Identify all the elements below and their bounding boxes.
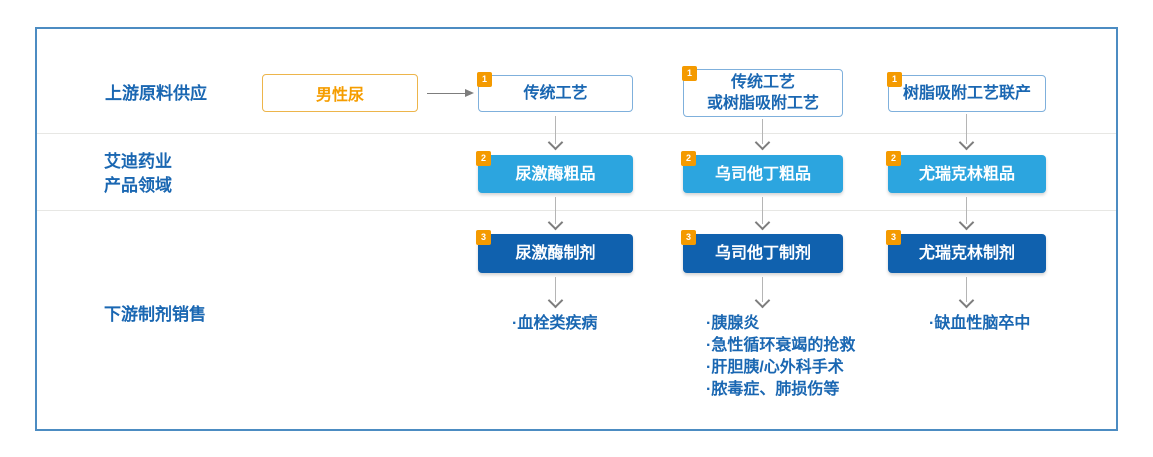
step-3-badge: 3 <box>886 230 901 245</box>
indication-item: ·胰腺炎 <box>706 315 760 332</box>
arrow-head <box>754 292 771 309</box>
arrow-line <box>555 116 556 144</box>
step-1-badge: 1 <box>887 72 902 87</box>
indication-item: ·肝胆胰/心外科手术 <box>706 359 844 376</box>
formulation-box-kallidinogenase: 3 尤瑞克林制剂 <box>886 230 1046 273</box>
process-label: 传统工艺 <box>523 85 588 102</box>
row-label-upstream-supply: 上游原料供应 <box>105 84 207 103</box>
row-divider-top <box>37 133 1116 134</box>
arrow-down-icon <box>958 114 975 151</box>
arrow-head <box>465 89 474 97</box>
arrow-head <box>547 292 564 309</box>
row-label-product-field: 产品领域 <box>104 176 172 195</box>
indications-urokinase: ·血栓类疾病 <box>512 313 597 335</box>
arrow-head <box>754 214 771 231</box>
arrow-head <box>958 134 975 151</box>
arrow-down-icon <box>754 197 771 231</box>
process-box-resin-coproduction: 1 树脂吸附工艺联产 <box>887 72 1046 112</box>
process-box-traditional-or-resin: 1 传统工艺 或树脂吸附工艺 <box>682 66 843 117</box>
crude-label: 乌司他丁粗品 <box>714 165 811 183</box>
arrow-line <box>762 119 763 144</box>
step-1-badge: 1 <box>682 66 697 81</box>
formulation-box-ulinastatin: 3 乌司他丁制剂 <box>681 230 843 273</box>
male-urine-label: 男性尿 <box>315 87 364 104</box>
indication-item: ·急性循环衰竭的抢救 <box>706 337 856 354</box>
step-2-badge: 2 <box>476 151 491 166</box>
arrow-down-icon <box>547 277 564 309</box>
arrow-line <box>427 93 467 94</box>
arrow-line <box>966 277 967 302</box>
step-3-badge: 3 <box>476 230 491 245</box>
arrow-down-icon <box>754 119 771 151</box>
arrow-down-icon <box>547 116 564 151</box>
step-3-badge: 3 <box>681 230 696 245</box>
arrow-head <box>547 214 564 231</box>
arrow-head <box>547 134 564 151</box>
male-urine-box: 男性尿 <box>262 74 418 112</box>
process-label-line1: 传统工艺 <box>730 74 795 91</box>
indication-item: ·缺血性脑卒中 <box>929 315 1031 332</box>
arrow-down-icon <box>958 277 975 309</box>
arrow-down-icon <box>754 277 771 309</box>
process-label: 树脂吸附工艺联产 <box>902 85 1031 102</box>
indication-item: ·血栓类疾病 <box>512 315 598 332</box>
indications-ulinastatin: ·胰腺炎 ·急性循环衰竭的抢救 ·肝胆胰/心外科手术 ·脓毒症、肺损伤等 <box>706 313 855 401</box>
row-divider-bottom <box>37 210 1116 211</box>
crude-box-ulinastatin: 2 乌司他丁粗品 <box>681 151 843 193</box>
crude-label: 尿激酶粗品 <box>515 165 596 183</box>
formulation-label: 乌司他丁制剂 <box>714 245 811 262</box>
arrow-line <box>966 197 967 224</box>
crude-label: 尤瑞克林粗品 <box>918 165 1015 183</box>
indications-kallidinogenase: ·缺血性脑卒中 <box>929 313 1030 335</box>
arrow-line <box>966 114 967 144</box>
crude-box-urokinase: 2 尿激酶粗品 <box>476 151 633 193</box>
row-label-company-products: 艾迪药业 产品领域 <box>104 150 172 198</box>
step-2-badge: 2 <box>886 151 901 166</box>
process-box-traditional: 1 传统工艺 <box>477 72 633 112</box>
step-2-badge: 2 <box>681 151 696 166</box>
row-label-downstream-sales: 下游制剂销售 <box>104 305 206 324</box>
step-1-badge: 1 <box>477 72 492 87</box>
arrow-line <box>762 277 763 302</box>
arrow-down-icon <box>547 197 564 231</box>
arrow-head <box>958 214 975 231</box>
arrow-down-icon <box>958 197 975 231</box>
process-label-line2: 或树脂吸附工艺 <box>706 95 819 112</box>
arrow-line <box>555 277 556 302</box>
arrow-head <box>754 134 771 151</box>
formulation-box-urokinase: 3 尿激酶制剂 <box>476 230 633 273</box>
formulation-label: 尿激酶制剂 <box>515 245 596 262</box>
formulation-label: 尤瑞克林制剂 <box>918 245 1015 262</box>
crude-box-kallidinogenase: 2 尤瑞克林粗品 <box>886 151 1046 193</box>
arrow-line <box>762 197 763 224</box>
arrow-line <box>555 197 556 224</box>
row-label-company: 艾迪药业 <box>104 152 172 171</box>
indication-item: ·脓毒症、肺损伤等 <box>706 381 840 398</box>
arrow-right-icon <box>427 88 474 98</box>
arrow-head <box>958 292 975 309</box>
